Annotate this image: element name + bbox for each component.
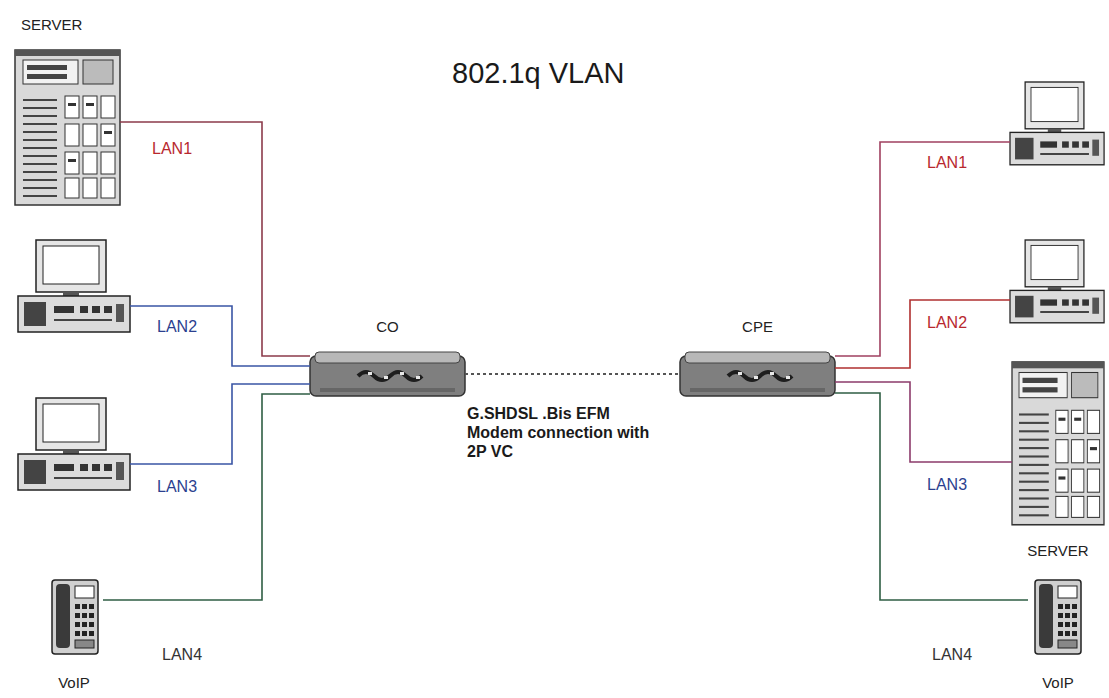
voip-phone-icon <box>1035 580 1081 654</box>
network-link <box>120 122 310 356</box>
network-link <box>103 394 310 600</box>
device-label: SERVER <box>1027 542 1088 560</box>
lan-wire <box>835 300 1010 368</box>
voip-phone-icon <box>52 580 98 654</box>
device-label: CPE <box>742 318 773 336</box>
link-label: LAN4 <box>160 646 204 664</box>
device-node: CPE <box>680 318 835 398</box>
device-label: CO <box>376 318 399 336</box>
link-label: G.SHDSL .Bis EFM Modem connection with 2… <box>465 404 664 461</box>
device-node: VoIP <box>1028 578 1088 692</box>
lan-label: LAN2 <box>925 314 969 332</box>
device-node: SERVER <box>15 16 120 206</box>
network-link <box>835 393 1028 600</box>
lan-label: LAN3 <box>155 478 199 496</box>
server-icon <box>1012 362 1104 525</box>
network-link <box>835 382 1012 462</box>
diagram-title: 802.1q VLAN <box>452 56 625 90</box>
device-label: VoIP <box>58 674 90 692</box>
lan-label: LAN1 <box>925 154 969 172</box>
server-icon <box>15 50 120 205</box>
link-label: LAN4 <box>930 646 974 664</box>
lan-wire <box>130 384 310 464</box>
device-label: SERVER <box>21 16 82 34</box>
lan-wire <box>130 306 310 366</box>
modem-icon <box>680 352 835 396</box>
pc-icon <box>18 240 130 332</box>
link-label: LAN1 <box>150 140 194 158</box>
pc-icon <box>1010 240 1104 323</box>
network-link <box>465 373 680 375</box>
modem-icon <box>310 352 465 396</box>
device-label: VoIP <box>1042 674 1074 692</box>
link-label: LAN3 <box>925 476 969 494</box>
pc-icon <box>1010 82 1104 165</box>
device-node: VoIP <box>45 578 103 692</box>
pc-icon <box>18 398 130 490</box>
device-node: CO <box>310 318 465 398</box>
device-node: SERVER <box>1012 360 1104 560</box>
lan-label: LAN2 <box>155 318 199 336</box>
lan-wire <box>835 142 1010 356</box>
